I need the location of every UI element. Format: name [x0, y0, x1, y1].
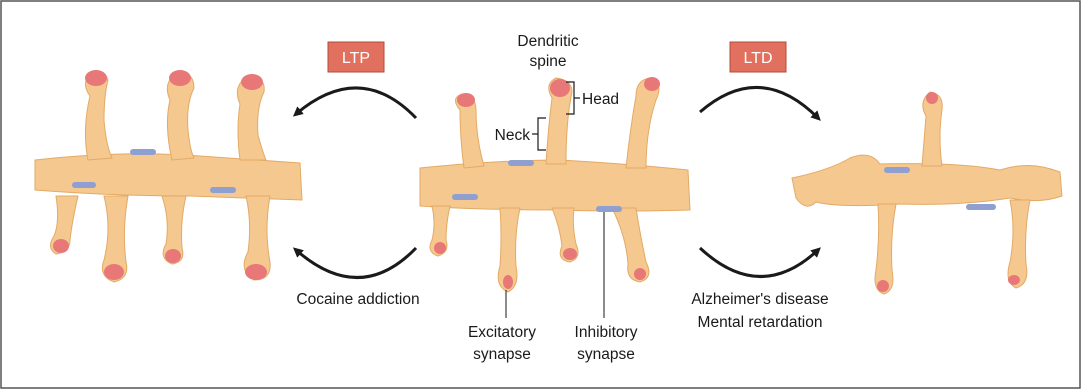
mental-retardation-label: Mental retardation — [698, 314, 823, 331]
alzheimers-label: Alzheimer's disease — [691, 291, 828, 308]
neck-bracket — [532, 118, 546, 150]
inhibitory-label-line2: synapse — [577, 346, 635, 363]
left-dendrite-shaft — [35, 154, 302, 200]
cocaine-addiction-label: Cocaine addiction — [296, 291, 419, 308]
excitatory-label-line2: synapse — [473, 346, 531, 363]
cocaine-arrow — [296, 248, 416, 278]
inhibitory-label-line1: Inhibitory — [575, 324, 638, 341]
center-dendrite — [420, 78, 690, 292]
ltp-label: LTP — [342, 50, 370, 67]
ltd-dendrite — [792, 92, 1062, 294]
right-spine-down-2 — [1008, 200, 1030, 288]
alzheimer-arrow — [700, 248, 818, 277]
center-spine-up-3 — [626, 78, 659, 168]
ltd-label-box: LTD — [730, 42, 786, 72]
neck-label: Neck — [495, 127, 531, 144]
head-label: Head — [582, 91, 619, 108]
dendritic-spine-label-line1: Dendritic — [517, 33, 578, 50]
ltd-label: LTD — [743, 50, 772, 67]
excitatory-label-line1: Excitatory — [468, 324, 536, 341]
ltp-arrow — [296, 88, 416, 118]
right-spine-down-1 — [875, 204, 896, 294]
center-dendrite-shaft — [420, 160, 690, 211]
ltd-arrow — [700, 87, 818, 118]
ltp-label-box: LTP — [328, 42, 384, 72]
dendritic-spine-label-line2: spine — [529, 53, 566, 70]
